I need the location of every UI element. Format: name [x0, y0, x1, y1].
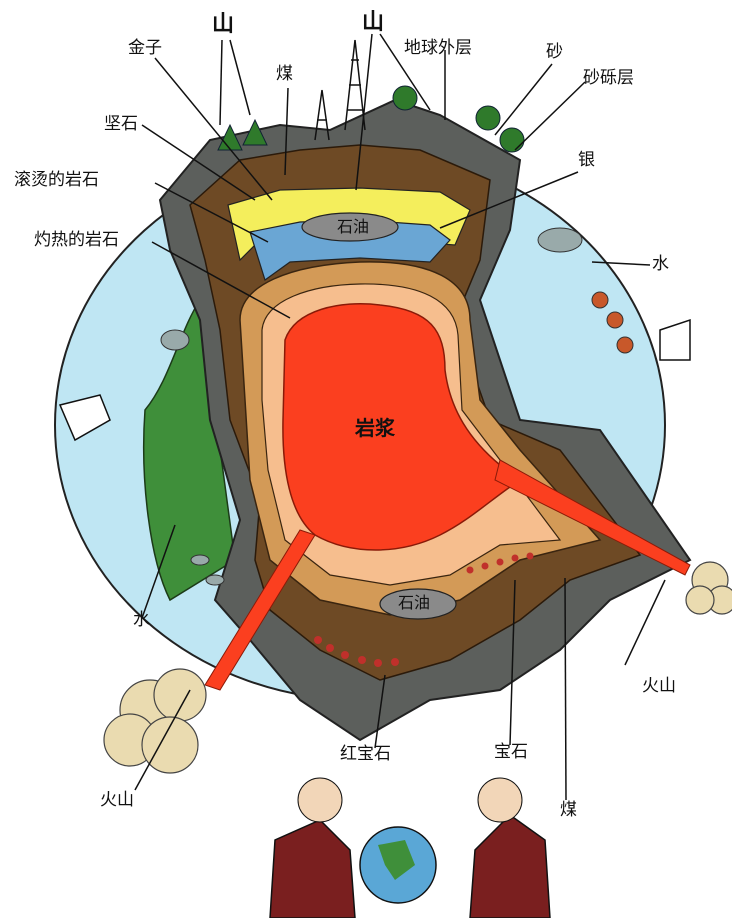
label-oil-bottom: 石油: [398, 595, 430, 611]
label-scalding-rock: 滚烫的岩石: [14, 172, 99, 189]
label-magma: 岩浆: [355, 418, 395, 438]
globe-icon: [360, 827, 436, 903]
label-volcano-right: 火山: [642, 678, 676, 695]
smoke-right: [686, 562, 732, 614]
label-coal-top: 煤: [276, 66, 293, 83]
label-hot-rock: 灼热的岩石: [34, 232, 119, 249]
label-hard-rock: 坚石: [104, 116, 138, 133]
label-outer-layer: 地球外层: [404, 40, 472, 57]
label-water-left: 水: [133, 612, 150, 629]
label-oil-top: 石油: [337, 219, 369, 235]
label-gold: 金子: [128, 40, 162, 57]
label-volcano-left: 火山: [100, 792, 134, 809]
label-sand: 砂: [546, 44, 563, 61]
label-coal-bottom: 煤: [560, 802, 577, 819]
label-gem: 宝石: [494, 744, 528, 761]
label-mountain-right: 山: [362, 12, 384, 34]
label-mountain-left: 山: [212, 14, 234, 36]
label-gravel-layer: 砂砾层: [583, 70, 634, 87]
label-silver: 银: [578, 152, 595, 169]
label-water-right: 水: [652, 256, 669, 273]
smoke-left: [104, 669, 206, 773]
label-ruby: 红宝石: [340, 746, 391, 763]
